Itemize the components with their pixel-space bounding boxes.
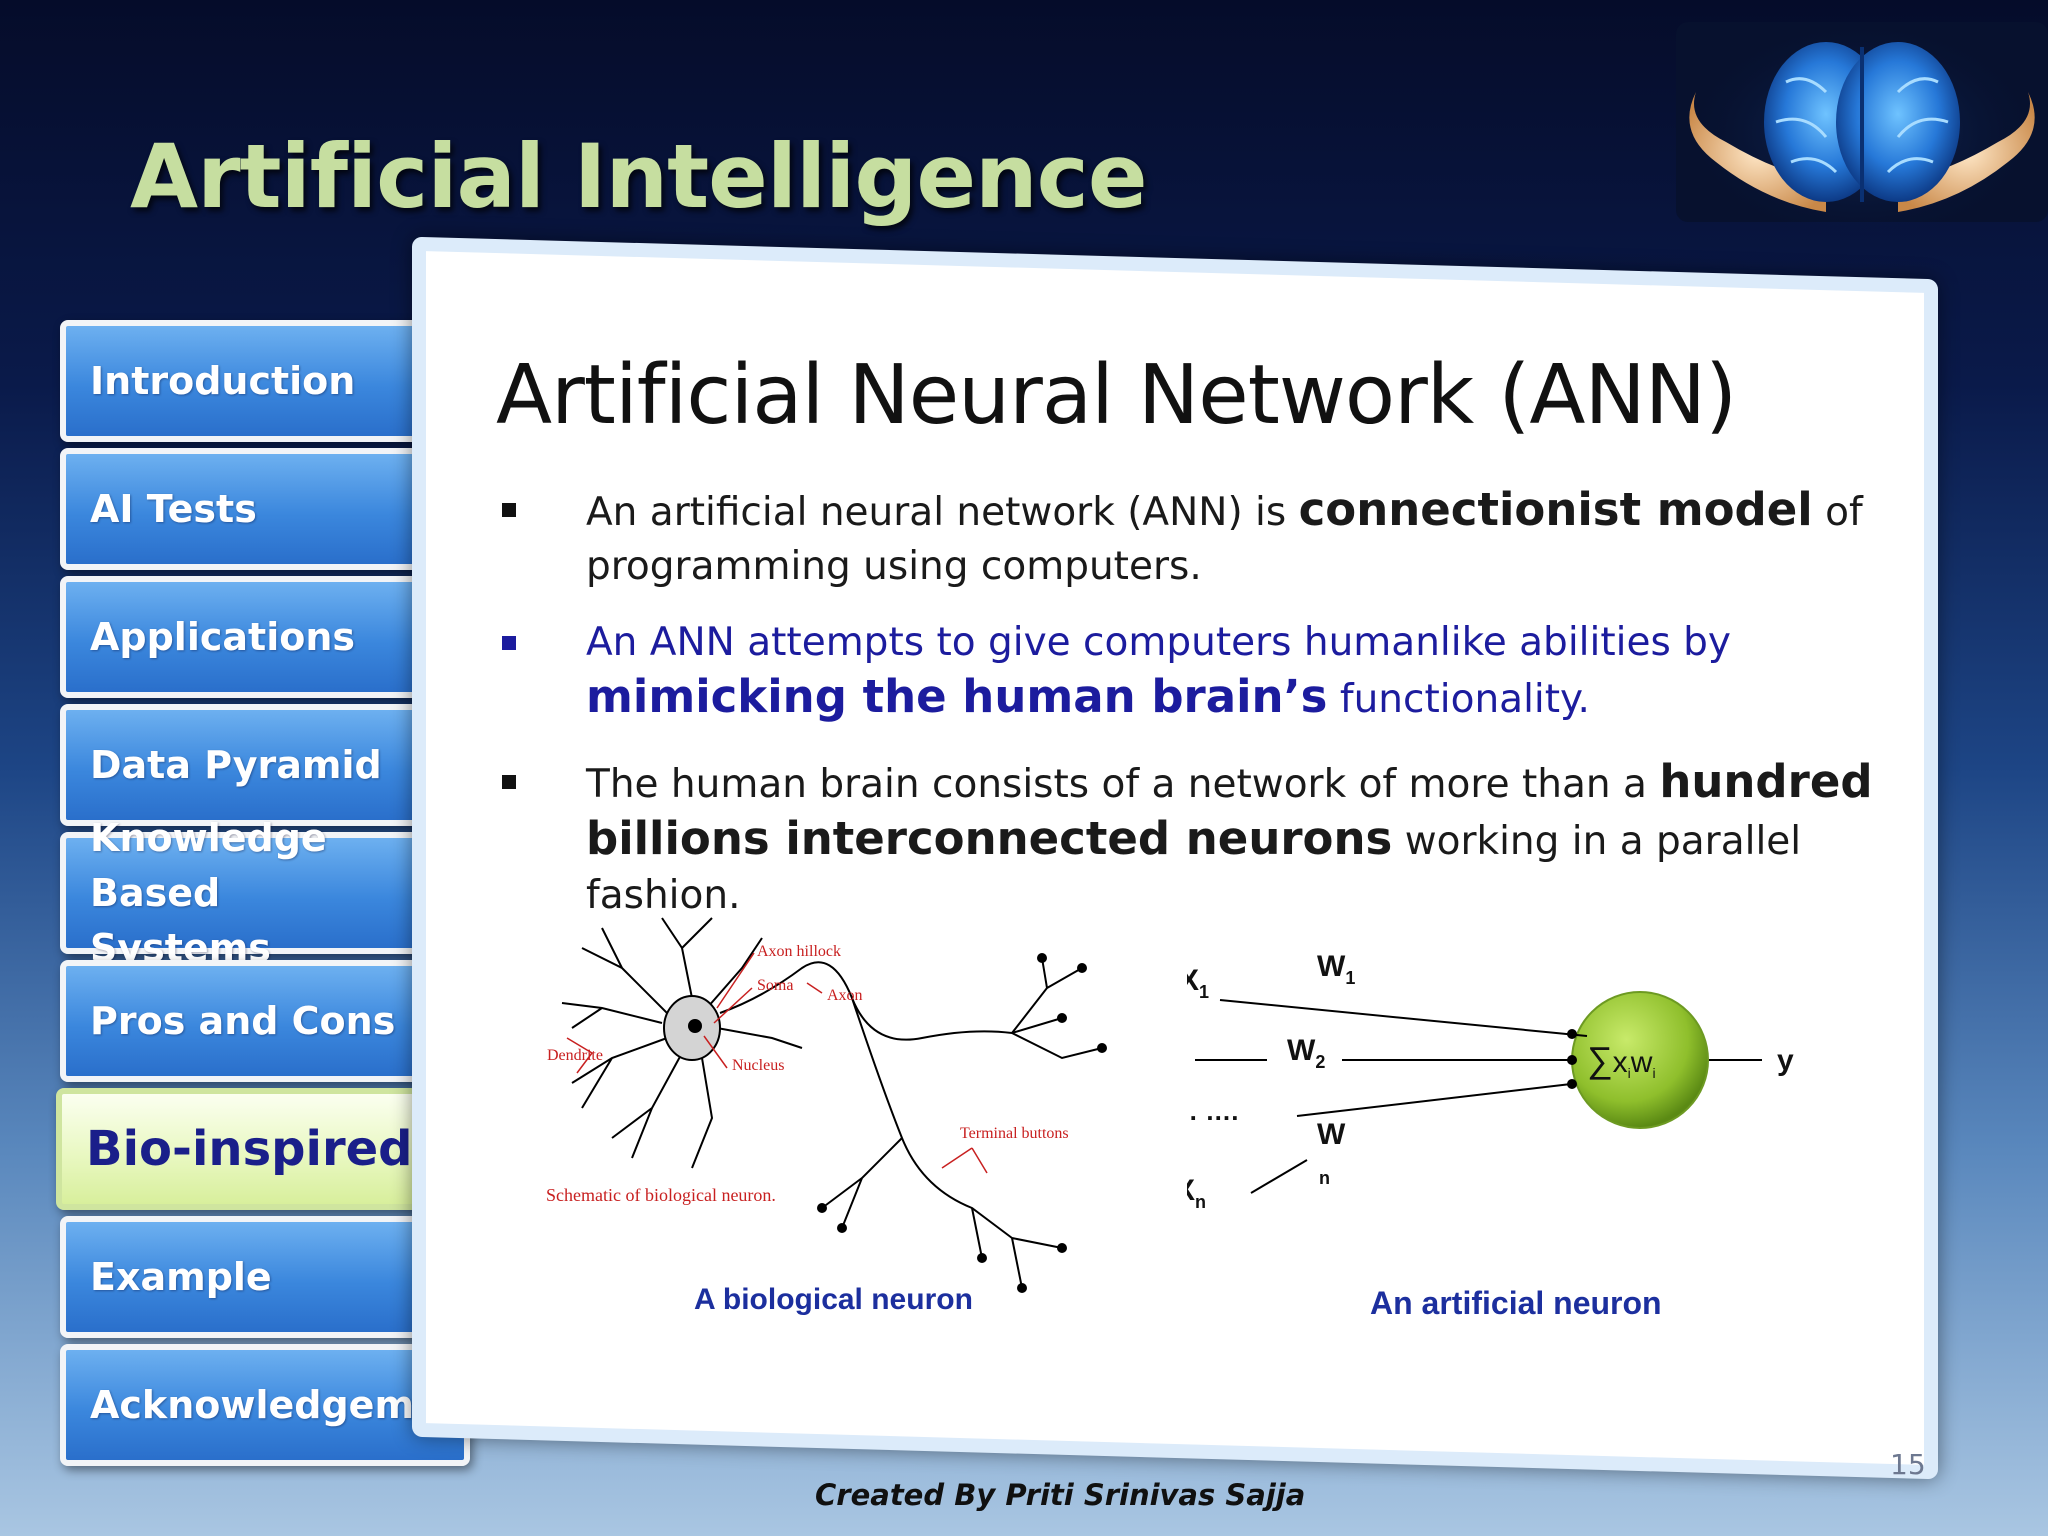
bullet-marker-icon: [502, 503, 516, 517]
bullet-text: An artificial neural network (ANN) is: [586, 490, 1299, 535]
output-y-label: y: [1777, 1044, 1794, 1077]
input-x1-subscript: 1: [1199, 982, 1209, 1002]
biological-neuron-diagram: Axon hillock Soma Axon Dendrite Nucleus …: [542, 908, 1112, 1308]
bullet-item: An ANN attempts to give computers humanl…: [500, 616, 1900, 727]
bullet-item: An artificial neural network (ANN) is co…: [500, 483, 1900, 594]
bullet-marker-icon: [502, 636, 516, 650]
svg-text:Xn: Xn: [1187, 1174, 1206, 1212]
sidebar-item-bio-inspired[interactable]: Bio-inspired: [56, 1088, 452, 1210]
sidebar-item-knowledge-based-systems[interactable]: Knowledge Based Systems: [60, 816, 452, 970]
sidebar-item-label: Pros and Cons: [90, 998, 396, 1043]
input-x1-label: X: [1187, 964, 1199, 997]
bullet-bold-text: hundred billions interconnected neurons: [586, 755, 1873, 865]
sidebar-item-label: Knowledge Based Systems: [90, 815, 327, 970]
sidebar-item-introduction[interactable]: Introduction: [60, 320, 420, 442]
axon-hillock-label: Axon hillock: [757, 943, 841, 960]
sidebar-item-label: Bio-inspired: [86, 1120, 413, 1177]
sidebar-item-label: Example: [90, 1254, 272, 1299]
input-xn-label: X: [1187, 1174, 1195, 1207]
biological-neuron-caption: A biological neuron: [694, 1283, 973, 1316]
sidebar-item-pros-and-cons[interactable]: Pros and Cons: [60, 960, 458, 1082]
sidebar-item-label: Data Pyramid: [90, 742, 382, 787]
bullet-text: functionality.: [1327, 677, 1590, 722]
sidebar-item-ai-tests[interactable]: AI Tests: [60, 448, 428, 570]
artificial-neuron-caption: An artificial neuron: [1370, 1285, 1662, 1321]
sidebar-nav: Introduction AI Tests Applications Data …: [56, 320, 485, 1480]
main-title: Artificial Intelligence: [130, 125, 1147, 228]
weight-w1-subscript: 1: [1345, 968, 1355, 988]
dendrite-label: Dendrite: [547, 1047, 603, 1064]
sidebar-item-applications[interactable]: Applications: [60, 576, 436, 698]
weight-wn-subscript: n: [1319, 1168, 1330, 1188]
bullet-text: The human brain consists of a network of…: [586, 762, 1660, 807]
bullet-list: An artificial neural network (ANN) is co…: [500, 483, 1900, 941]
sum-w-term: w: [1630, 1046, 1653, 1079]
terminal-buttons-label: Terminal buttons: [960, 1125, 1069, 1142]
sidebar-item-label: Introduction: [90, 358, 356, 403]
artificial-neuron-diagram: X1 X2 … …. Xn W1 W2 W n y ∑xiwi: [1142, 888, 1837, 1308]
page-number: 15: [1890, 1448, 1926, 1481]
bullet-text: of programming using computers.: [586, 490, 1863, 589]
weighted-sum-label: ∑xiwi: [1587, 1039, 1656, 1081]
sidebar-item-example[interactable]: Example: [60, 1216, 458, 1338]
sum-x-term: x: [1613, 1046, 1628, 1079]
sidebar-item-label: AI Tests: [90, 486, 257, 531]
soma-label: Soma: [757, 977, 793, 994]
bullet-text: An ANN attempts to give computers humanl…: [586, 620, 1731, 665]
nucleus-label: Nucleus: [732, 1057, 784, 1074]
schematic-label: Schematic of biological neuron.: [546, 1185, 776, 1205]
slide-content: Artificial Neural Network (ANN) An artif…: [412, 258, 1938, 1458]
sum-i-subscript: i: [1628, 1065, 1631, 1081]
bullet-item: The human brain consists of a network of…: [500, 755, 1900, 923]
weight-w2-label: W: [1287, 1034, 1316, 1067]
sidebar-item-label: Applications: [90, 614, 355, 659]
weight-wn-label: W: [1317, 1118, 1346, 1151]
sidebar-item-data-pyramid[interactable]: Data Pyramid: [60, 704, 444, 826]
brain-in-hands-logo: [1676, 22, 2048, 284]
bullet-bold-text: connectionist model: [1298, 483, 1813, 536]
brain-icon: [1676, 22, 2048, 242]
bullet-text: working in a parallel fashion.: [586, 819, 1802, 918]
bullet-marker-icon: [502, 775, 516, 789]
svg-text:X1: X1: [1187, 964, 1209, 1002]
axon-label: Axon: [827, 987, 863, 1004]
sigma-icon: ∑: [1587, 1039, 1613, 1080]
svg-text:W1: W1: [1317, 950, 1355, 988]
input-xn-subscript: n: [1195, 1192, 1206, 1212]
sidebar-item-acknowledgement[interactable]: Acknowledgement: [60, 1344, 485, 1466]
svg-text:W2: W2: [1287, 1034, 1325, 1072]
slide-title: Artificial Neural Network (ANN): [496, 348, 1737, 443]
weight-w1-label: W: [1317, 950, 1346, 983]
footer-credit: Created By Priti Srinivas Sajja: [815, 1478, 1306, 1512]
bullet-bold-text: mimicking the human brain’s: [586, 670, 1328, 723]
weight-w2-subscript: 2: [1315, 1052, 1325, 1072]
sum-i-subscript: i: [1652, 1065, 1655, 1081]
ellipsis-label: … ….: [1187, 1096, 1238, 1126]
